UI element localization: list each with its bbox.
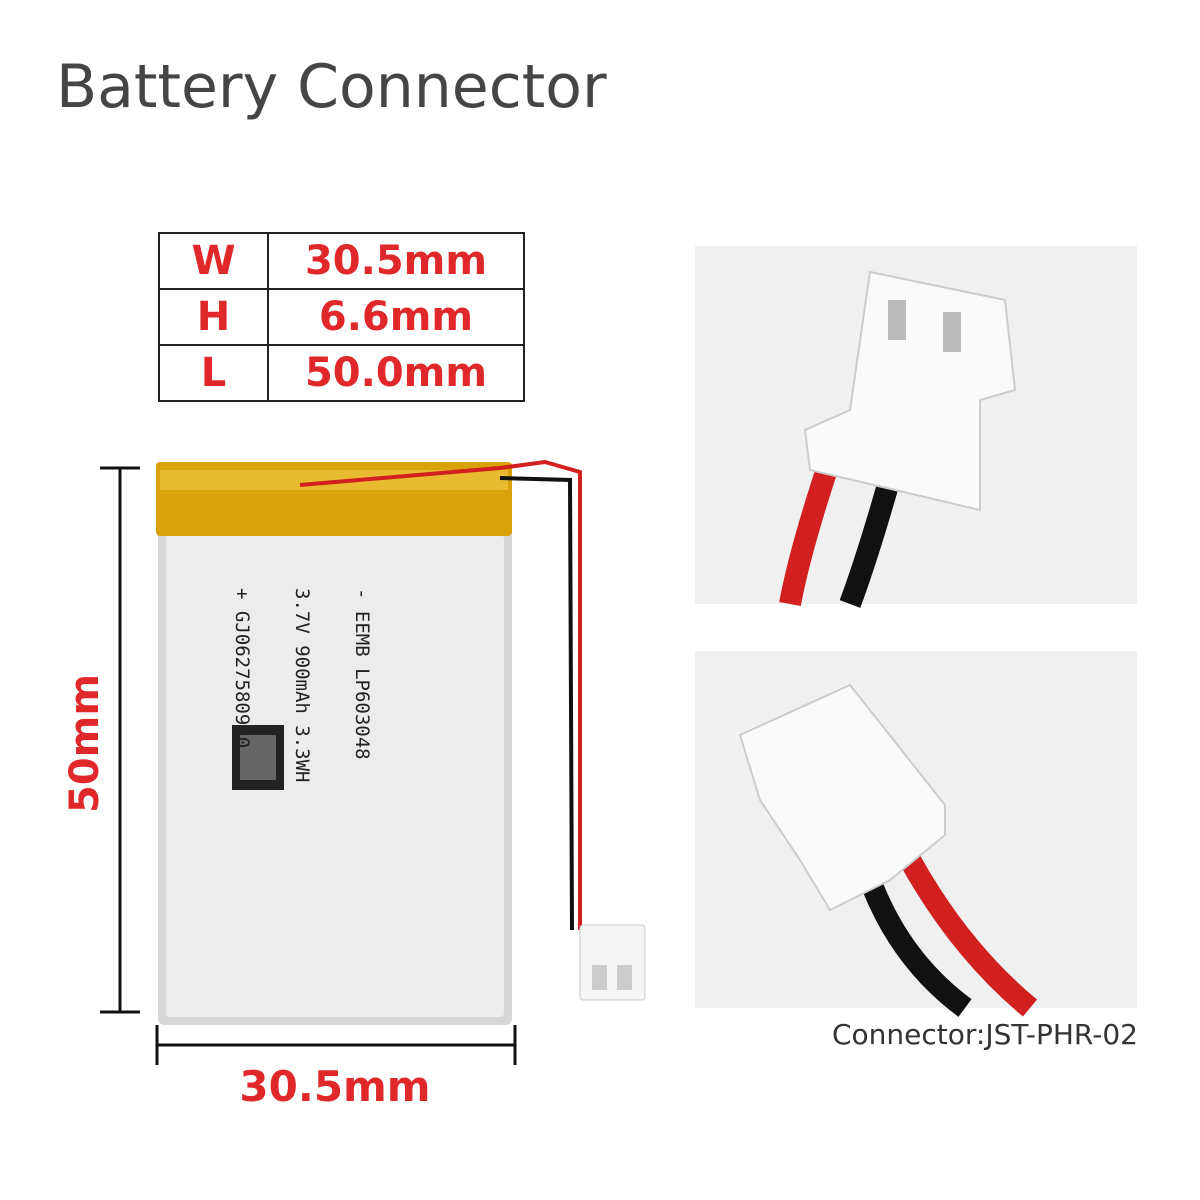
- black-wire: [499, 476, 574, 931]
- label-line: + GJ0627580980: [231, 588, 253, 749]
- dim-value: 50.0mm: [267, 344, 525, 402]
- label-line: 3.7V 900mAh 3.3WH: [291, 588, 313, 783]
- connector-small: [579, 924, 646, 1001]
- dim-key: H: [158, 288, 269, 346]
- height-dimension-label: 50mm: [62, 673, 108, 813]
- dim-value: 6.6mm: [267, 288, 525, 346]
- dim-value: 30.5mm: [267, 232, 525, 290]
- battery-label: - EEMB LP603048 3.7V 900mAh 3.3WH + GJ06…: [212, 588, 412, 782]
- page-title: Battery Connector: [56, 52, 607, 122]
- dim-key: W: [158, 232, 269, 290]
- red-wire: [299, 459, 582, 930]
- label-line: - EEMB LP603048: [351, 588, 373, 760]
- width-dimension-label: 30.5mm: [239, 1062, 431, 1111]
- connector-caption: Connector:JST-PHR-02: [831, 1018, 1138, 1051]
- dim-key: L: [158, 344, 269, 402]
